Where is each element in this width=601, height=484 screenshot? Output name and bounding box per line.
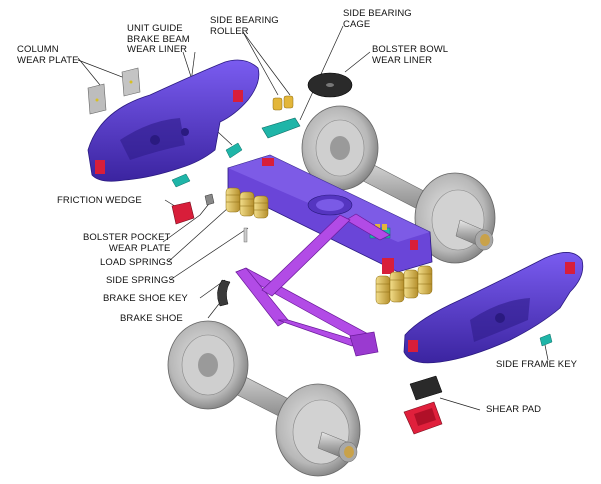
- rear-wheelset: [301, 105, 496, 264]
- label-line: BRAKE BEAM: [127, 33, 190, 45]
- friction-wedge: [171, 201, 195, 225]
- label-line: BRAKE SHOE: [120, 313, 183, 324]
- label-side-springs: SIDE SPRINGS: [106, 275, 175, 287]
- label-line: FRICTION WEDGE: [57, 195, 142, 206]
- label-shear-pad: SHEAR PAD: [486, 404, 542, 416]
- label-line: BOLSTER POCKET: [83, 232, 171, 243]
- label-bolster-pocket-wear-plate: BOLSTER POCKET WEAR PLATE: [83, 232, 171, 254]
- load-springs-left: [225, 187, 269, 219]
- label-line: SIDE FRAME KEY: [496, 359, 578, 370]
- label-line: SHEAR PAD: [486, 404, 542, 415]
- front-wheelset: [167, 320, 361, 477]
- side-bearing-cage: [261, 117, 301, 139]
- brake-shoe: [217, 279, 231, 307]
- label-unit-guide-brake-beam-wear-liner: UNIT GUIDE BRAKE BEAM WEAR LINER: [127, 23, 190, 56]
- brake-shoe-key: [243, 227, 248, 243]
- side-bearing-roller: [272, 95, 294, 111]
- left-side-frame: [87, 59, 260, 182]
- label-line: CAGE: [343, 18, 371, 30]
- label-side-frame-key: SIDE FRAME KEY: [496, 359, 578, 371]
- label-line: SIDE BEARING: [210, 15, 279, 26]
- brake-beam: [235, 213, 391, 357]
- label-load-springs: LOAD SPRINGS: [100, 257, 173, 269]
- label-bolster-bowl-wear-liner: BOLSTER BOWL WEAR LINER: [372, 44, 449, 66]
- bolster-pocket-wear-plate: [204, 193, 215, 206]
- label-line: WEAR PLATE: [108, 242, 171, 254]
- unit-guide-wear-liner: [171, 142, 243, 188]
- right-side-frame: [403, 252, 584, 364]
- column-wear-plates: [87, 67, 141, 115]
- label-line: LOAD SPRINGS: [100, 257, 173, 268]
- label-line: ROLLER: [210, 25, 249, 37]
- label-side-bearing-roller: SIDE BEARING ROLLER: [210, 15, 279, 37]
- side-frame-key: [539, 333, 553, 347]
- label-line: BOLSTER BOWL: [372, 44, 449, 55]
- label-friction-wedge: FRICTION WEDGE: [57, 195, 142, 207]
- label-side-bearing-cage: SIDE BEARING CAGE: [343, 8, 412, 30]
- label-line: WEAR LINER: [127, 44, 188, 55]
- label-line: WEAR LINER: [372, 54, 433, 66]
- label-brake-shoe-key: BRAKE SHOE KEY: [103, 293, 188, 305]
- shear-pad: [403, 375, 443, 435]
- label-line: SIDE SPRINGS: [106, 275, 175, 286]
- label-line: COLUMN: [17, 44, 59, 55]
- label-line: SIDE BEARING: [343, 8, 412, 19]
- label-line: UNIT GUIDE: [127, 23, 183, 34]
- label-column-wear-plate: COLUMN WEAR PLATE: [17, 44, 79, 66]
- label-line: BRAKE SHOE KEY: [103, 293, 188, 304]
- label-line: WEAR PLATE: [17, 54, 79, 66]
- label-brake-shoe: BRAKE SHOE: [120, 313, 183, 325]
- load-springs-right: [375, 265, 433, 305]
